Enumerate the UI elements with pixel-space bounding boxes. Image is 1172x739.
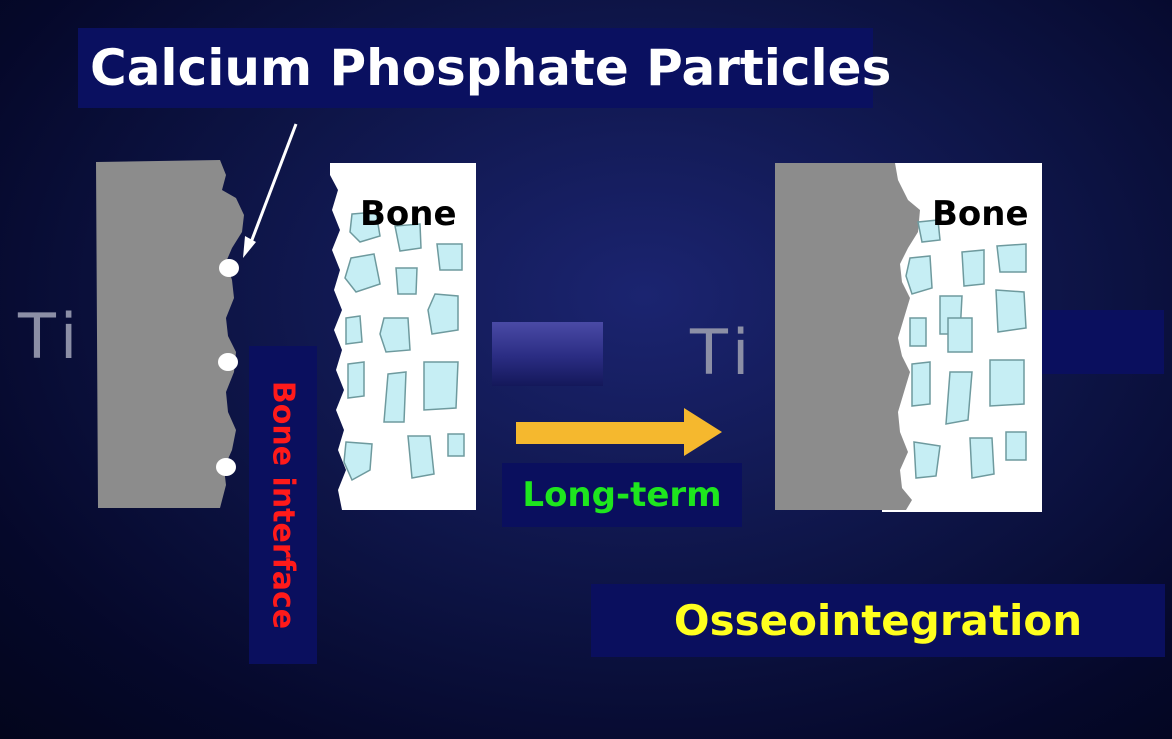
bone-label-right: Bone: [932, 194, 1029, 234]
ca-p-particle: [219, 259, 239, 277]
ti-label-right: Ti: [690, 316, 756, 389]
bone-pore: [947, 317, 973, 353]
right-ti-implant: [775, 163, 920, 510]
bone-pore: [905, 255, 933, 295]
bone-interface-label: Bone interface: [265, 380, 301, 630]
bone-pore: [394, 223, 422, 252]
ca-p-particle: [216, 458, 236, 476]
bone-pore: [909, 317, 927, 347]
bone-pore: [423, 361, 459, 411]
osseointegration-box: Osseointegration: [591, 584, 1165, 657]
pointer-arrow-head: [243, 236, 256, 258]
bone-pore: [961, 249, 985, 287]
bone-pore: [383, 371, 407, 423]
title-text: Calcium Phosphate Particles: [90, 39, 892, 97]
bone-pore: [996, 243, 1027, 273]
bone-pore: [395, 267, 418, 295]
osseointegration-label: Osseointegration: [673, 596, 1083, 645]
bone-pore: [447, 433, 465, 457]
bone-pore: [945, 371, 973, 425]
bone-pore: [343, 441, 373, 482]
gradient-block: [492, 322, 603, 386]
title-banner: Calcium Phosphate Particles: [78, 28, 891, 108]
bone-pore: [345, 315, 363, 345]
bone-pore: [995, 289, 1027, 333]
ca-p-particle: [218, 353, 238, 371]
long-term-arrow: [516, 408, 722, 456]
bone-pore: [1005, 431, 1027, 461]
bone-pore: [349, 211, 381, 243]
bone-pore: [427, 293, 459, 335]
bone-pore: [911, 361, 931, 407]
bone-pore: [379, 317, 411, 353]
ti-label-left: Ti: [18, 300, 84, 373]
bone-pore: [407, 435, 435, 479]
pointer-arrow: [248, 123, 298, 246]
right-side-bar: [1042, 310, 1164, 374]
bone-pore: [917, 219, 941, 243]
bone-pore: [969, 437, 995, 479]
long-term-box: Long-term: [502, 463, 742, 527]
bone-interface-box: [249, 346, 317, 664]
left-ti-implant: [96, 160, 244, 508]
bone-pore: [344, 253, 381, 293]
bone-pore: [989, 359, 1025, 407]
bone-pore: [347, 361, 365, 399]
bone-label-left: Bone: [360, 194, 457, 234]
bone-pore: [436, 243, 463, 271]
long-term-label: Long-term: [522, 475, 722, 515]
bone-pore: [913, 441, 941, 479]
